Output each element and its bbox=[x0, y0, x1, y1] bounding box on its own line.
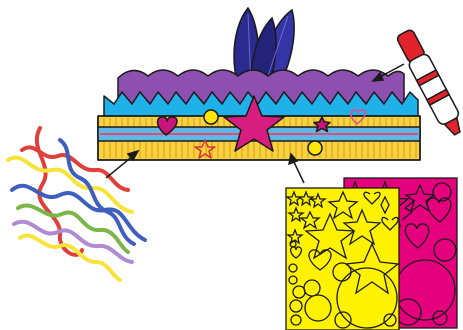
yellow-dot-decoration-2 bbox=[308, 141, 322, 155]
pipe-cleaner-blue bbox=[12, 186, 145, 240]
sticker-sheet-yellow bbox=[286, 188, 399, 330]
pointer-stickers bbox=[293, 160, 304, 183]
crown bbox=[98, 70, 420, 160]
pipe-cleaner-yellow-2 bbox=[20, 236, 120, 280]
yellow-dot-decoration bbox=[204, 110, 218, 124]
